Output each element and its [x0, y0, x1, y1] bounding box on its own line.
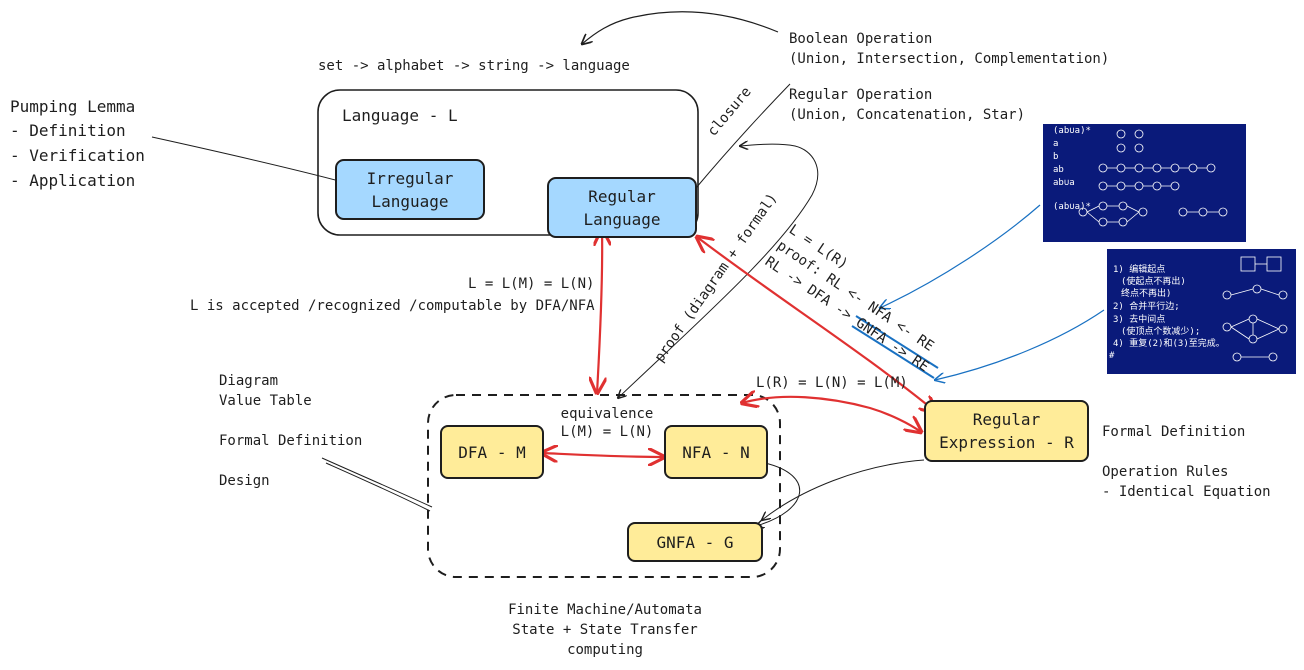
finite-machine-caption: Finite Machine/Automata State + State Tr…	[480, 600, 730, 660]
pumping-lemma-title: Pumping Lemma	[10, 97, 136, 116]
left-note: Formal Definition	[219, 433, 363, 449]
nfa-re-underline	[855, 315, 939, 369]
pumping-lemma-line	[151, 136, 344, 183]
thumb-line: 3) 去中间点	[1113, 315, 1166, 325]
caption-line: Finite Machine/Automata	[508, 602, 702, 618]
regex-nfa-arrow	[742, 397, 921, 432]
regular-language-line: Language	[583, 209, 661, 229]
regex-gnfa-arrow	[762, 459, 925, 520]
equivalence-label: equivalence L(M) = L(N)	[552, 404, 662, 442]
nfa-label: NFA - N	[682, 442, 750, 462]
gnfa-label: GNFA - G	[656, 532, 734, 552]
thumb-line: 2) 合并平行边;	[1113, 302, 1180, 312]
left-note: Diagram	[219, 373, 279, 389]
thumb-line: b	[1053, 152, 1059, 162]
equivalence-title: equivalence	[560, 406, 654, 422]
equality-label-lr-ln-lm: L(R) = L(N) = L(M)	[756, 375, 908, 391]
gnfa-node: GNFA - G	[627, 522, 763, 562]
right-note: Operation Rules	[1102, 464, 1229, 480]
thumb-line: (使起点不再出)	[1121, 277, 1186, 287]
irregular-language-line: Irregular	[366, 168, 454, 188]
language-label: Language - L	[342, 106, 458, 125]
dfa-label: DFA - M	[458, 442, 526, 462]
regular-expression-line: Regular	[972, 410, 1041, 429]
left-notes-pointer	[321, 457, 433, 508]
irregular-language-line: Language	[371, 191, 449, 211]
thumb-bottom-arrow	[935, 309, 1105, 380]
pumping-lemma-item: - Verification	[10, 146, 145, 165]
pumping-lemma-item: - Definition	[10, 121, 126, 140]
nfa-gnfa-arrow	[756, 462, 800, 526]
gnfa-re-underline	[851, 325, 935, 379]
thumb-line: (使顶点个数减少);	[1121, 327, 1201, 337]
thumb-line: (ab∪a)*	[1053, 126, 1091, 136]
right-note: - Identical Equation	[1102, 484, 1271, 500]
caption-line: State + State Transfer	[512, 622, 698, 638]
regular-language-line: Regular	[588, 186, 656, 206]
thumb-line: a	[1053, 139, 1059, 149]
left-note: Value Table	[219, 393, 312, 409]
dfa-node: DFA - M	[440, 425, 544, 479]
thumb-line: ab∪a	[1053, 178, 1075, 188]
language-chain-text: set -> alphabet -> string -> language	[318, 58, 630, 74]
left-note: Design	[219, 473, 270, 489]
left-notes-pointer-b	[325, 462, 431, 512]
right-note: Formal Definition	[1102, 424, 1246, 440]
thumb-gnfa-diagrams	[1222, 256, 1288, 362]
equivalence-equation: L(M) = L(N)	[560, 424, 654, 440]
regular-operation-list: (Union, Concatenation, Star)	[789, 107, 1026, 123]
accepted-by-label: L is accepted /recognized /computable by…	[190, 298, 595, 314]
thumb-line: 终点不再出)	[1121, 289, 1172, 299]
dfa-nfa-equivalence-arrow	[542, 453, 664, 457]
boolean-operation-title: Boolean Operation	[789, 31, 933, 47]
regular-expression-line: Expression - R	[939, 433, 1074, 452]
pumping-lemma-item: - Application	[10, 171, 136, 190]
thumb-line: #	[1109, 351, 1115, 361]
thumb-line: 4) 重复(2)和(3)至完成。	[1113, 339, 1225, 349]
thumb-top-arrow	[880, 204, 1041, 308]
thumb-line: (ab∪a)*	[1053, 202, 1091, 212]
language-dfa-nfa-arrow	[597, 230, 602, 393]
caption-line: computing	[567, 642, 643, 658]
nfa-example-thumbnail: (ab∪a)* a b ab ab∪a (ab∪a)*	[1043, 124, 1246, 242]
regular-operation-title: Regular Operation	[789, 87, 933, 103]
thumb-line: 1) 编辑起点	[1113, 265, 1166, 275]
nfa-node: NFA - N	[664, 425, 768, 479]
thumb-state-diagrams	[1078, 129, 1228, 227]
equality-label-lm-ln: L = L(M) = L(N)	[468, 276, 595, 292]
boolean-operation-arrow	[582, 11, 779, 44]
gnfa-steps-thumbnail: 1) 编辑起点 (使起点不再出) 终点不再出) 2) 合并平行边; 3) 去中间…	[1107, 249, 1296, 374]
thumb-line: ab	[1053, 165, 1064, 175]
regex-language-arrow	[697, 237, 936, 412]
boolean-operation-list: (Union, Intersection, Complementation)	[789, 51, 1110, 67]
